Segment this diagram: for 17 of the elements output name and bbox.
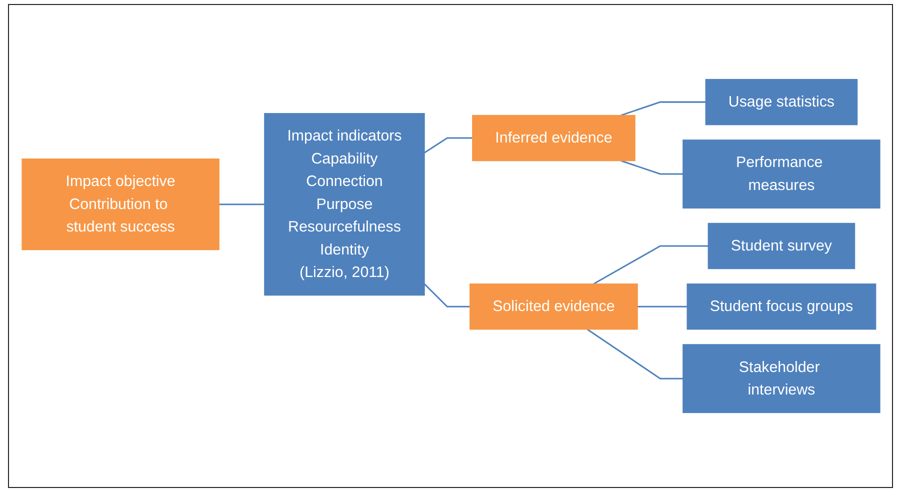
connector bbox=[592, 245, 708, 285]
node-box: Performance measures bbox=[682, 140, 880, 208]
connector bbox=[637, 306, 687, 308]
node-box: Usage statistics bbox=[704, 78, 858, 126]
node-box: Student focus groups bbox=[686, 284, 876, 330]
connector bbox=[218, 204, 264, 206]
node-box: Solicited evidence bbox=[469, 284, 638, 330]
connector bbox=[586, 328, 682, 380]
connector bbox=[423, 283, 470, 308]
node-box: Inferred evidence bbox=[472, 114, 635, 162]
connector bbox=[424, 137, 472, 154]
connector bbox=[620, 160, 682, 175]
node-box: Impact indicators Capability Connection Purpose Resourcefulness Identity (Lizzio, 2011) bbox=[264, 113, 424, 296]
node-box: Student survey bbox=[707, 222, 855, 270]
node-box: Impact objective Contribution to student success bbox=[21, 158, 219, 250]
node-box: Stakeholder interviews bbox=[682, 344, 880, 414]
connector bbox=[620, 101, 706, 116]
